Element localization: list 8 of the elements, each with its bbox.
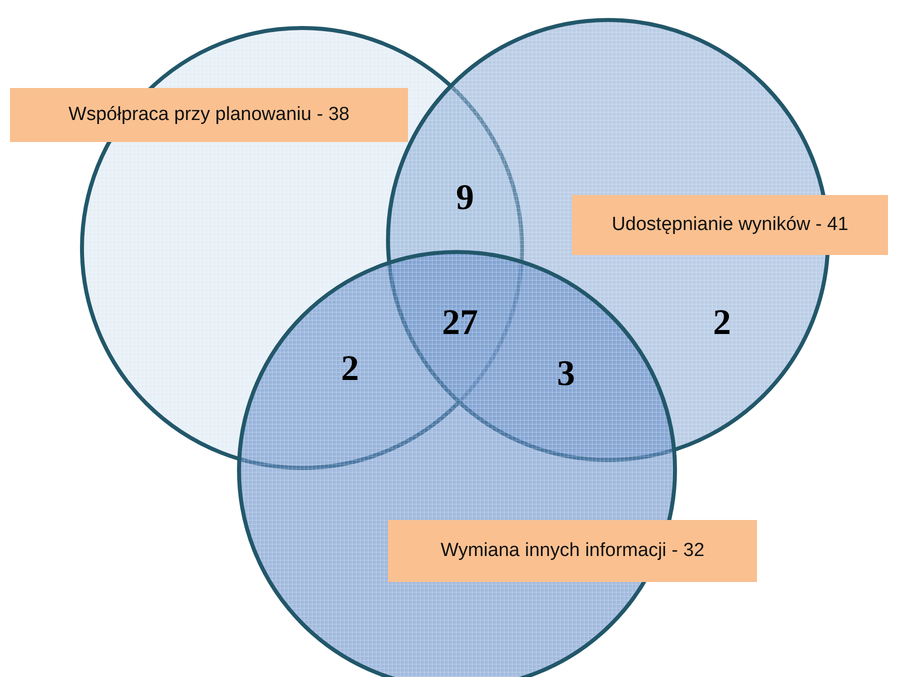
count-label: 9	[456, 179, 474, 215]
category-label: Współpraca przy planowaniu - 38	[10, 88, 408, 142]
count-label: 27	[442, 304, 478, 340]
category-label: Wymiana innych informacji - 32	[388, 520, 757, 582]
count-label: 3	[557, 355, 575, 391]
count-label: 2	[713, 304, 731, 340]
category-label: Udostępnianie wyników - 41	[572, 195, 888, 255]
count-label: 2	[341, 350, 359, 386]
